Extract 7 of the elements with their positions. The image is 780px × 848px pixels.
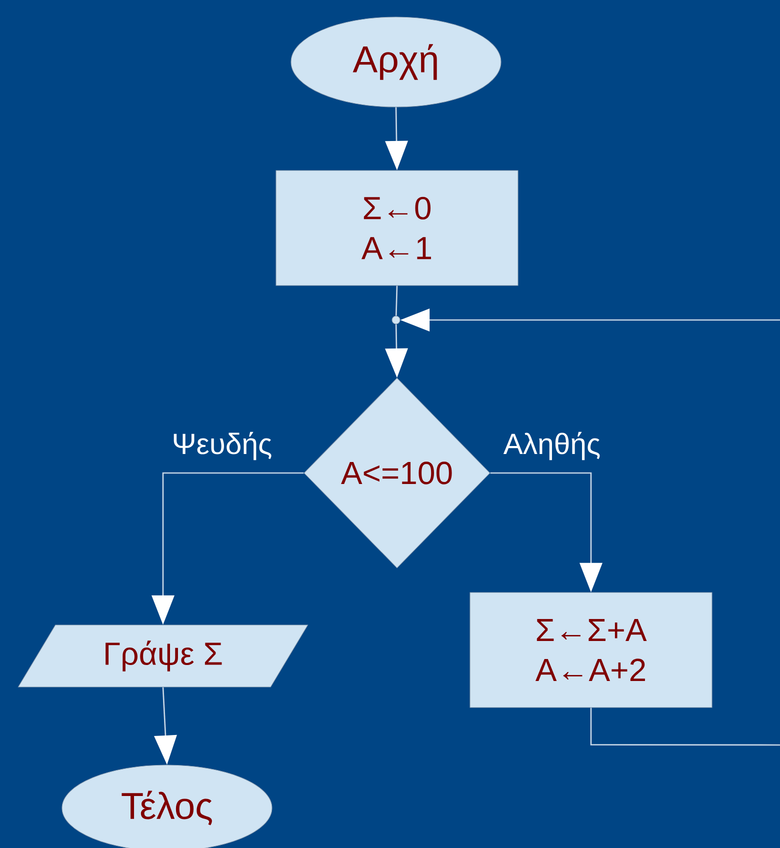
connector-line [395, 286, 398, 316]
process-box: Σ←0 A←1 [276, 170, 518, 286]
edge-label: Ψευδής [174, 432, 272, 460]
output-parallelogram: Γράψε Σ [18, 624, 308, 688]
edge-label: Αληθής [503, 432, 600, 460]
junction-dot [392, 316, 400, 324]
process-box: Σ←Σ+A A←A+2 [470, 592, 712, 708]
